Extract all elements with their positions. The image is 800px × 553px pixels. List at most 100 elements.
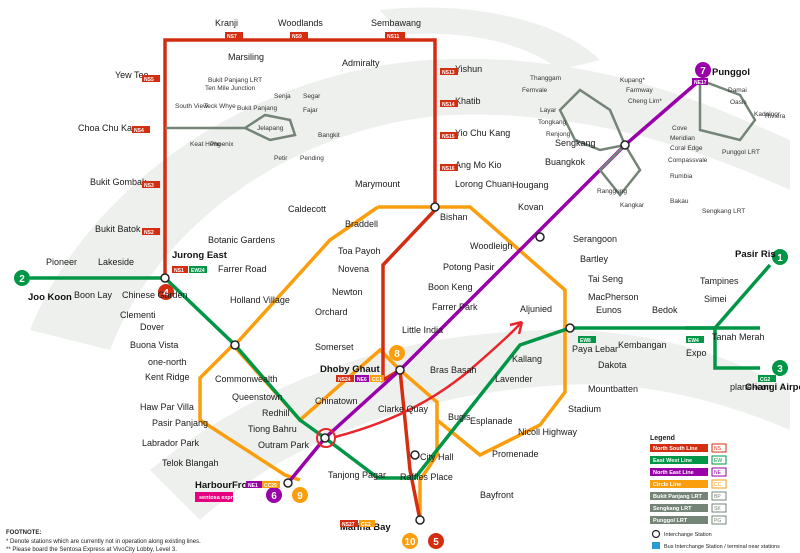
station-bukit-panjang-lrt: Bukit Panjang LRT: [208, 77, 262, 84]
sentosa-express-badge: sentosa express: [195, 492, 242, 502]
station-bugis: Bugis: [448, 412, 471, 422]
code-marina-bay: NS27: [342, 522, 355, 528]
station-jelapang: Jelapang: [257, 125, 284, 132]
code-kranji: NS7: [227, 34, 237, 40]
legend-label: Bukit Panjang LRT: [653, 494, 703, 500]
code-ang-mo-kio: NS16: [442, 166, 455, 172]
station-changi-airport: Changi Airport: [745, 382, 800, 393]
code-harbourfront: NE1: [248, 483, 258, 489]
plane-icon: plane-icon: [730, 382, 772, 392]
station-phoenix: Phoenix: [210, 141, 234, 148]
station-boon-lay: Boon Lay: [74, 290, 113, 300]
station-south-view: South View: [175, 103, 208, 110]
east-west-line-path: [30, 276, 760, 480]
station-yishun: Yishun: [455, 64, 482, 74]
station-fernvale: Fernvale: [522, 87, 548, 94]
station-admiralty: Admiralty: [342, 58, 380, 68]
station-lakeside: Lakeside: [98, 257, 134, 267]
legend-item: East West Line EW: [650, 455, 727, 465]
station-stadium: Stadium: [568, 404, 601, 414]
station-coral-edge: Coral Edge: [670, 145, 703, 152]
station-marsiling: Marsiling: [228, 52, 264, 62]
legend-label: Sengkang LRT: [653, 506, 692, 512]
legend: Legend North South Line NS East West Lin…: [650, 435, 780, 550]
legend-label: Circle Line: [653, 482, 681, 488]
station-commonwealth: Commonwealth: [215, 374, 278, 384]
station-chinese-garden: Chinese Garden: [122, 290, 188, 300]
interchange-symbol: [651, 529, 661, 539]
station-paya-lebar: Paya Lebar: [572, 344, 618, 354]
station-expo: Expo: [686, 348, 707, 358]
station-mountbatten: Mountbatten: [588, 384, 638, 394]
legend-code: SK: [714, 506, 721, 512]
legend-item: North East Line NE: [650, 467, 727, 477]
station-punggol: Punggol: [712, 67, 750, 78]
code-badges: NS7 NS9 NS11 NS5 NS4 NS3 NS2 NS13 NS14 N…: [132, 32, 776, 528]
circle-line-path: [198, 205, 567, 482]
footnote: FOOTNOTE: * Denote stations which are cu…: [6, 530, 201, 553]
station-layar: Layar: [540, 107, 557, 114]
station-labrador-park: Labrador Park: [142, 438, 200, 448]
station-meridian: Meridian: [670, 135, 695, 142]
station-farrer-park: Farrer Park: [432, 302, 478, 312]
east-west-pasir-ris-branch: [713, 263, 772, 330]
station-cheng-lim: Cheng Lim*: [628, 98, 662, 105]
station-tanjong-pagar: Tanjong Pagar: [328, 470, 386, 480]
code-changi-airport: CG2: [760, 377, 771, 383]
code-woodlands: NS9: [292, 34, 302, 40]
legend-label: North South Line: [653, 446, 698, 452]
station-marymount: Marymount: [355, 179, 401, 189]
station-tanah-merah: Tanah Merah: [712, 332, 765, 342]
cc-top-number: 8: [394, 349, 400, 360]
legend-interchange: Interchange Station: [664, 532, 712, 538]
bukit-panjang-lrt-path: [165, 113, 297, 142]
station-bedok: Bedok: [652, 305, 678, 315]
station-novena: Novena: [338, 264, 369, 274]
station-sembawang: Sembawang: [371, 18, 421, 28]
station-serangoon: Serangoon: [573, 234, 617, 244]
station-clementi: Clementi: [120, 310, 156, 320]
station-dakota: Dakota: [598, 360, 627, 370]
cc-bottom-number: 10: [404, 537, 416, 548]
station-bukit-panjang: Bukit Panjang: [237, 105, 277, 112]
ns-terminal-number: 4: [163, 288, 169, 299]
station-braddell: Braddell: [345, 219, 378, 229]
code-punggol: NE17: [694, 80, 707, 86]
station-pasir-ris: Pasir Ris: [735, 249, 776, 260]
sengkang-lrt-path: [558, 88, 642, 198]
station-sengkang-lrt: Sengkang LRT: [702, 208, 745, 215]
circle-line-marina-branch: [418, 420, 439, 520]
line-badges: 2 4 7 1 3 8 6 9 10 5: [14, 62, 788, 549]
station-boon-keng: Boon Keng: [428, 282, 473, 292]
station-bras-basah: Bras Basah: [430, 365, 477, 375]
code-paya-lebar: EW8: [580, 338, 591, 344]
station-fajar: Fajar: [303, 107, 319, 114]
red-annotation: [316, 320, 524, 448]
station-ten-mile-junction: Ten Mile Junction: [205, 85, 256, 92]
ew-stations: Jurong East Pioneer Joo Koon Boon Lay La…: [28, 249, 800, 480]
legend-title: Legend: [650, 435, 675, 442]
station-woodlands: Woodlands: [278, 18, 323, 28]
code-jurong-east-ns: NS1: [174, 268, 184, 274]
station-damai: Damai: [728, 87, 747, 94]
station-clarke-quay: Clarke Quay: [378, 404, 429, 414]
station-kadaloor: Kadaloor: [754, 111, 781, 118]
station-esplanade: Esplanade: [470, 416, 513, 426]
code-yew-tee: NS5: [144, 77, 154, 83]
station-pasir-panjang: Pasir Panjang: [152, 418, 208, 428]
station-pioneer: Pioneer: [46, 257, 77, 267]
station-teck-whye: Teck Whye: [204, 103, 236, 110]
ne-stations: HarbourFront Chinatown Clarke Quay Littl…: [195, 67, 750, 491]
cc-stations: Bras Basah Esplanade Promenade Nicoll Hi…: [140, 179, 639, 500]
station-segar: Segar: [303, 93, 321, 100]
legend-code: NS: [714, 446, 722, 452]
footnote-line1: * Denote stations which are currently no…: [6, 539, 201, 545]
code-dhoby-ne: NE6: [357, 377, 367, 383]
east-west-changi-branch: [685, 326, 760, 370]
station-thanggam: Thanggam: [530, 75, 561, 82]
station-toa-payoh: Toa Payoh: [338, 246, 381, 256]
station-haw-par-villa: Haw Par Villa: [140, 402, 194, 412]
station-senja: Senja: [274, 93, 291, 100]
station-ang-mo-kio: Ang Mo Kio: [455, 160, 502, 170]
